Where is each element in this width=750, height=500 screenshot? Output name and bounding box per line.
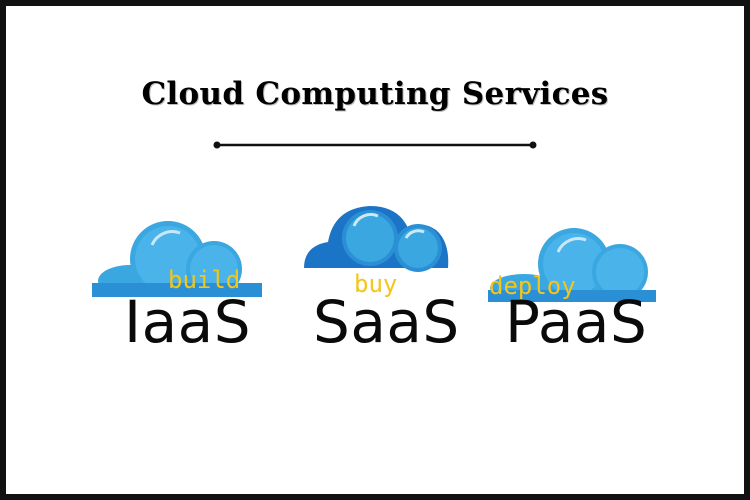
iaas-verb: build [168,266,241,294]
cloud-icon [304,206,449,272]
saas-verb: buy [354,270,398,298]
paas-label: PaaS [505,288,648,356]
saas-label: SaaS [313,288,460,356]
iaas-label: IaaS [124,288,252,356]
paas-verb: deploy [489,272,576,300]
page-title: Cloud Computing Services [141,76,609,112]
cloud-icon [92,221,262,297]
cloud-icon [488,228,656,302]
title-divider [213,141,537,149]
